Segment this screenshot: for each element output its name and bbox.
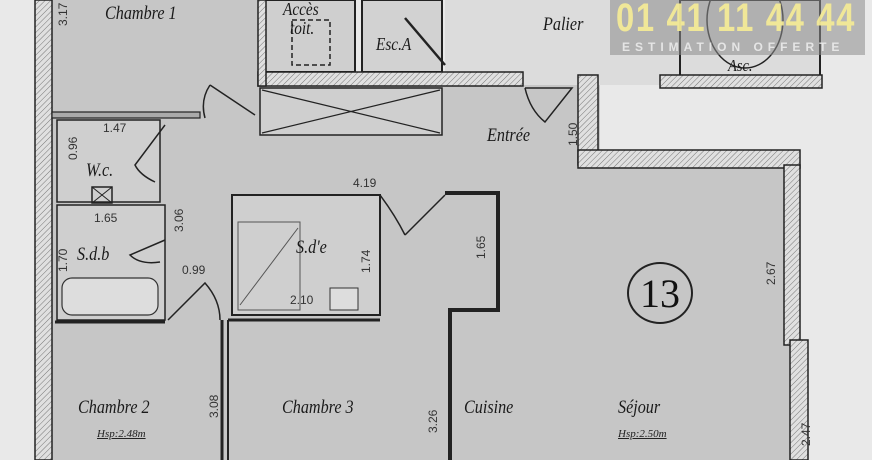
wall — [783, 164, 801, 346]
dimension-label: 2.67 — [764, 261, 778, 285]
dimension-label: 0.99 — [182, 263, 206, 277]
room-label-palier: Palier — [543, 14, 584, 35]
wall — [659, 74, 823, 89]
wall — [257, 0, 267, 87]
room-label-sdb: S.d.b — [77, 244, 110, 265]
room-label-acces-toit: Accès — [283, 0, 319, 19]
dimension-label: 3.08 — [207, 394, 221, 418]
dimension-label: 0.96 — [66, 136, 80, 160]
room-label-cuisine: Cuisine — [464, 397, 514, 418]
room-label-chambre-3: Chambre 3 — [282, 397, 354, 418]
dimension-label: 2.47 — [799, 422, 813, 446]
watermark-box — [610, 0, 865, 55]
room-label-sejour: Séjour — [618, 397, 661, 418]
ceiling-height-sejour: Hsp:2.50m — [618, 428, 667, 440]
dimension-label: 3.17 — [56, 2, 70, 26]
door-swing — [128, 239, 166, 264]
wall — [51, 111, 201, 119]
dimension-label: 1.74 — [359, 249, 373, 273]
dimension-label: 1.65 — [474, 235, 488, 259]
door-swing — [134, 124, 166, 183]
room-label-chambre-1: Chambre 1 — [105, 3, 177, 24]
wc-room — [56, 119, 161, 203]
room-label-entree: Entrée — [487, 125, 531, 146]
watermark-phone: 01 41 11 44 44 — [616, 0, 857, 40]
apartment-floor — [52, 0, 800, 460]
door-swing — [379, 194, 446, 236]
unit-number-badge: 13 — [627, 262, 693, 324]
wall — [34, 0, 53, 460]
door-swing — [524, 87, 574, 124]
room-label-ascenseur: Asc. — [728, 56, 753, 75]
roof-hatch — [291, 19, 331, 66]
ceiling-height-chambre-2: Hsp:2.48m — [97, 428, 146, 440]
dimension-label: 1.50 — [566, 122, 580, 146]
dimension-label: 2.10 — [290, 293, 314, 307]
dimension-label: 4.19 — [353, 176, 377, 190]
dimension-label: 1.47 — [103, 121, 127, 135]
sink — [329, 287, 359, 311]
watermark-tagline: ESTIMATION OFFERTE — [622, 40, 845, 54]
room-label-acces-toit-2: toit. — [290, 18, 315, 38]
room-label-wc: W.c. — [86, 160, 114, 181]
vent — [91, 186, 113, 204]
door-swing — [202, 84, 256, 119]
wall — [445, 191, 500, 460]
room-label-chambre-2: Chambre 2 — [78, 397, 150, 418]
wall — [577, 149, 801, 169]
room-label-sde: S.d'e — [296, 237, 327, 258]
wall — [257, 71, 524, 87]
door-swing — [167, 281, 221, 321]
dimension-label: 3.06 — [172, 208, 186, 232]
dimension-label: 1.70 — [56, 248, 70, 272]
shower — [237, 221, 301, 311]
dimension-label: 1.65 — [94, 211, 118, 225]
room-label-escalier: Esc.A — [376, 34, 412, 54]
bathtub — [61, 277, 159, 316]
acces-toit-room — [264, 0, 356, 73]
dimension-label: 3.26 — [426, 409, 440, 433]
wall — [789, 339, 809, 460]
